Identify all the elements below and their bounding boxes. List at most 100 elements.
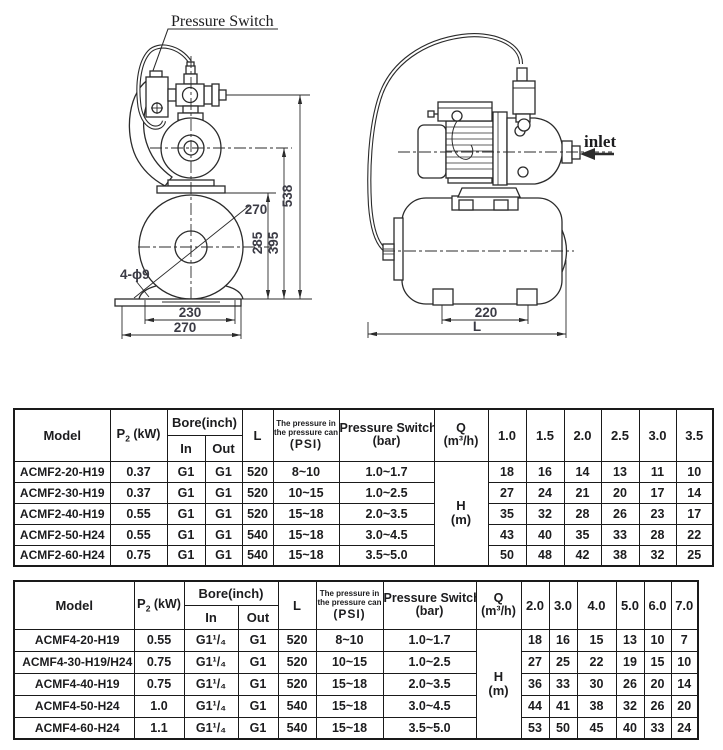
pump-side — [492, 111, 581, 186]
cell-psi: 8~10 — [272, 460, 340, 483]
cell-h: 14 — [563, 460, 602, 483]
center-lines-front — [138, 56, 292, 302]
header-l: L — [241, 408, 274, 462]
cell-psi: 15~18 — [315, 716, 384, 740]
header-q-value: 2.0 — [520, 580, 550, 630]
table-row: ACMF2-30-H19 0.37 G1 G1 520 10~15 1.0~2.… — [13, 481, 714, 504]
cell-psi: 15~18 — [272, 502, 340, 525]
header-q: Q (m³/h) — [433, 408, 489, 462]
cell-l: 520 — [277, 672, 317, 696]
cell-bar: 3.5~5.0 — [382, 716, 477, 740]
header-pressure-switch: Pressure Switch (bar) — [338, 408, 435, 462]
cell-bore-out: G1 — [237, 672, 279, 696]
cell-bar: 1.0~2.5 — [338, 481, 435, 504]
header-q-value: 6.0 — [643, 580, 672, 630]
header-bore-out: Out — [204, 434, 243, 462]
cell-h: 18 — [487, 460, 527, 483]
cell-bore-in: G1¹/₄ — [183, 672, 239, 696]
cell-h: 15 — [576, 628, 617, 652]
table-row: ACMF4-60-H24 1.1 G1¹/₄ G1 540 15~18 3.5~… — [13, 716, 699, 740]
cell-h: 20 — [600, 481, 640, 504]
cell-l: 540 — [241, 523, 274, 546]
cell-h: 17 — [638, 481, 677, 504]
spec-table-acmf4: Model P2 (kW) Bore(inch) L The pressure … — [13, 580, 699, 740]
pressure-switch-leader — [149, 28, 278, 80]
cell-h: 16 — [548, 628, 578, 652]
header-q: Q (m³/h) — [475, 580, 522, 630]
cell-bar: 1.0~1.7 — [338, 460, 435, 483]
dim-total-height: 538 — [280, 184, 295, 207]
cell-model: ACMF2-50-H24 — [13, 523, 111, 546]
cell-bore-in: G1¹/₄ — [183, 716, 239, 740]
cell-h: 25 — [675, 544, 714, 567]
cell-l: 520 — [241, 502, 274, 525]
cell-h: 17 — [675, 502, 714, 525]
header-bore: Bore(inch) — [183, 580, 279, 606]
header-q-value: 3.0 — [548, 580, 578, 630]
cell-model: ACMF4-30-H19/H24 — [13, 650, 135, 674]
dim-length: L — [473, 319, 481, 334]
cell-h: 21 — [563, 481, 602, 504]
header-row-1: Model P2 (kW) Bore(inch) L The pressure … — [13, 580, 699, 630]
pressure-switch-label: Pressure Switch — [171, 13, 274, 30]
header-q-value: 3.0 — [638, 408, 677, 462]
cell-psi: 10~15 — [272, 481, 340, 504]
header-q-value: 4.0 — [576, 580, 617, 630]
cell-p2: 0.75 — [109, 544, 168, 567]
cell-p2: 0.75 — [133, 672, 185, 696]
header-q-value: 1.5 — [525, 408, 565, 462]
inlet-arrow — [580, 148, 614, 160]
cell-h-label: H(m) — [433, 460, 489, 567]
pressure-switch-side — [512, 67, 536, 132]
cell-psi: 10~15 — [315, 650, 384, 674]
cell-bore-out: G1 — [204, 460, 243, 483]
cell-bar: 3.0~4.5 — [382, 694, 477, 718]
spec-table-acmf2: Model P2 (kW) Bore(inch) L The pressure … — [13, 408, 714, 567]
cell-h: 22 — [675, 523, 714, 546]
cell-bore-out: G1 — [204, 481, 243, 504]
cell-h: 28 — [563, 502, 602, 525]
dim-tank-top-height: 285 — [250, 231, 265, 254]
base — [114, 298, 242, 307]
cell-h: 7 — [670, 628, 699, 652]
cell-p2: 0.37 — [109, 460, 168, 483]
cell-h: 41 — [548, 694, 578, 718]
cell-h: 48 — [525, 544, 565, 567]
arrowheads-front — [122, 95, 303, 338]
cell-p2: 0.55 — [133, 628, 185, 652]
cell-h: 50 — [487, 544, 527, 567]
dim-base-width: 270 — [174, 320, 197, 335]
table-row: ACMF2-40-H19 0.55 G1 G1 520 15~18 2.0~3.… — [13, 502, 714, 525]
cell-h: 27 — [487, 481, 527, 504]
cell-psi: 8~10 — [315, 628, 384, 652]
header-l: L — [277, 580, 317, 630]
dim-tank-diameter: 270 — [245, 202, 268, 217]
header-pressure-can: The pressure in the pressure can (PSI) — [315, 580, 384, 630]
cell-h: 32 — [615, 694, 645, 718]
cell-p2: 1.0 — [133, 694, 185, 718]
cell-h: 25 — [548, 650, 578, 674]
cell-h: 10 — [670, 650, 699, 674]
table-row: ACMF4-50-H24 1.0 G1¹/₄ G1 540 15~18 3.0~… — [13, 694, 699, 718]
cell-h: 15 — [643, 650, 672, 674]
cell-l: 520 — [277, 650, 317, 674]
cell-h: 26 — [643, 694, 672, 718]
cell-p2: 0.55 — [109, 502, 168, 525]
cell-model: ACMF2-20-H19 — [13, 460, 111, 483]
table-row: ACMF4-30-H19/H24 0.75 G1¹/₄ G1 520 10~15… — [13, 650, 699, 674]
cell-model: ACMF2-30-H19 — [13, 481, 111, 504]
cell-h: 10 — [643, 628, 672, 652]
header-q-value: 2.0 — [563, 408, 602, 462]
cell-bore-in: G1 — [166, 523, 206, 546]
cell-p2: 0.37 — [109, 481, 168, 504]
cell-h: 26 — [600, 502, 640, 525]
technical-drawing: Pressure Switch inlet 270 538 395 285 23… — [114, 13, 616, 339]
table-row: ACMF2-50-H24 0.55 G1 G1 540 15~18 3.0~4.… — [13, 523, 714, 546]
cell-h: 50 — [548, 716, 578, 740]
cell-h: 33 — [600, 523, 640, 546]
cell-h: 20 — [670, 694, 699, 718]
table-row: ACMF4-20-H19 0.55 G1¹/₄ G1 520 8~10 1.0~… — [13, 628, 699, 740]
header-bore-out: Out — [237, 604, 279, 630]
cell-h: 38 — [600, 544, 640, 567]
